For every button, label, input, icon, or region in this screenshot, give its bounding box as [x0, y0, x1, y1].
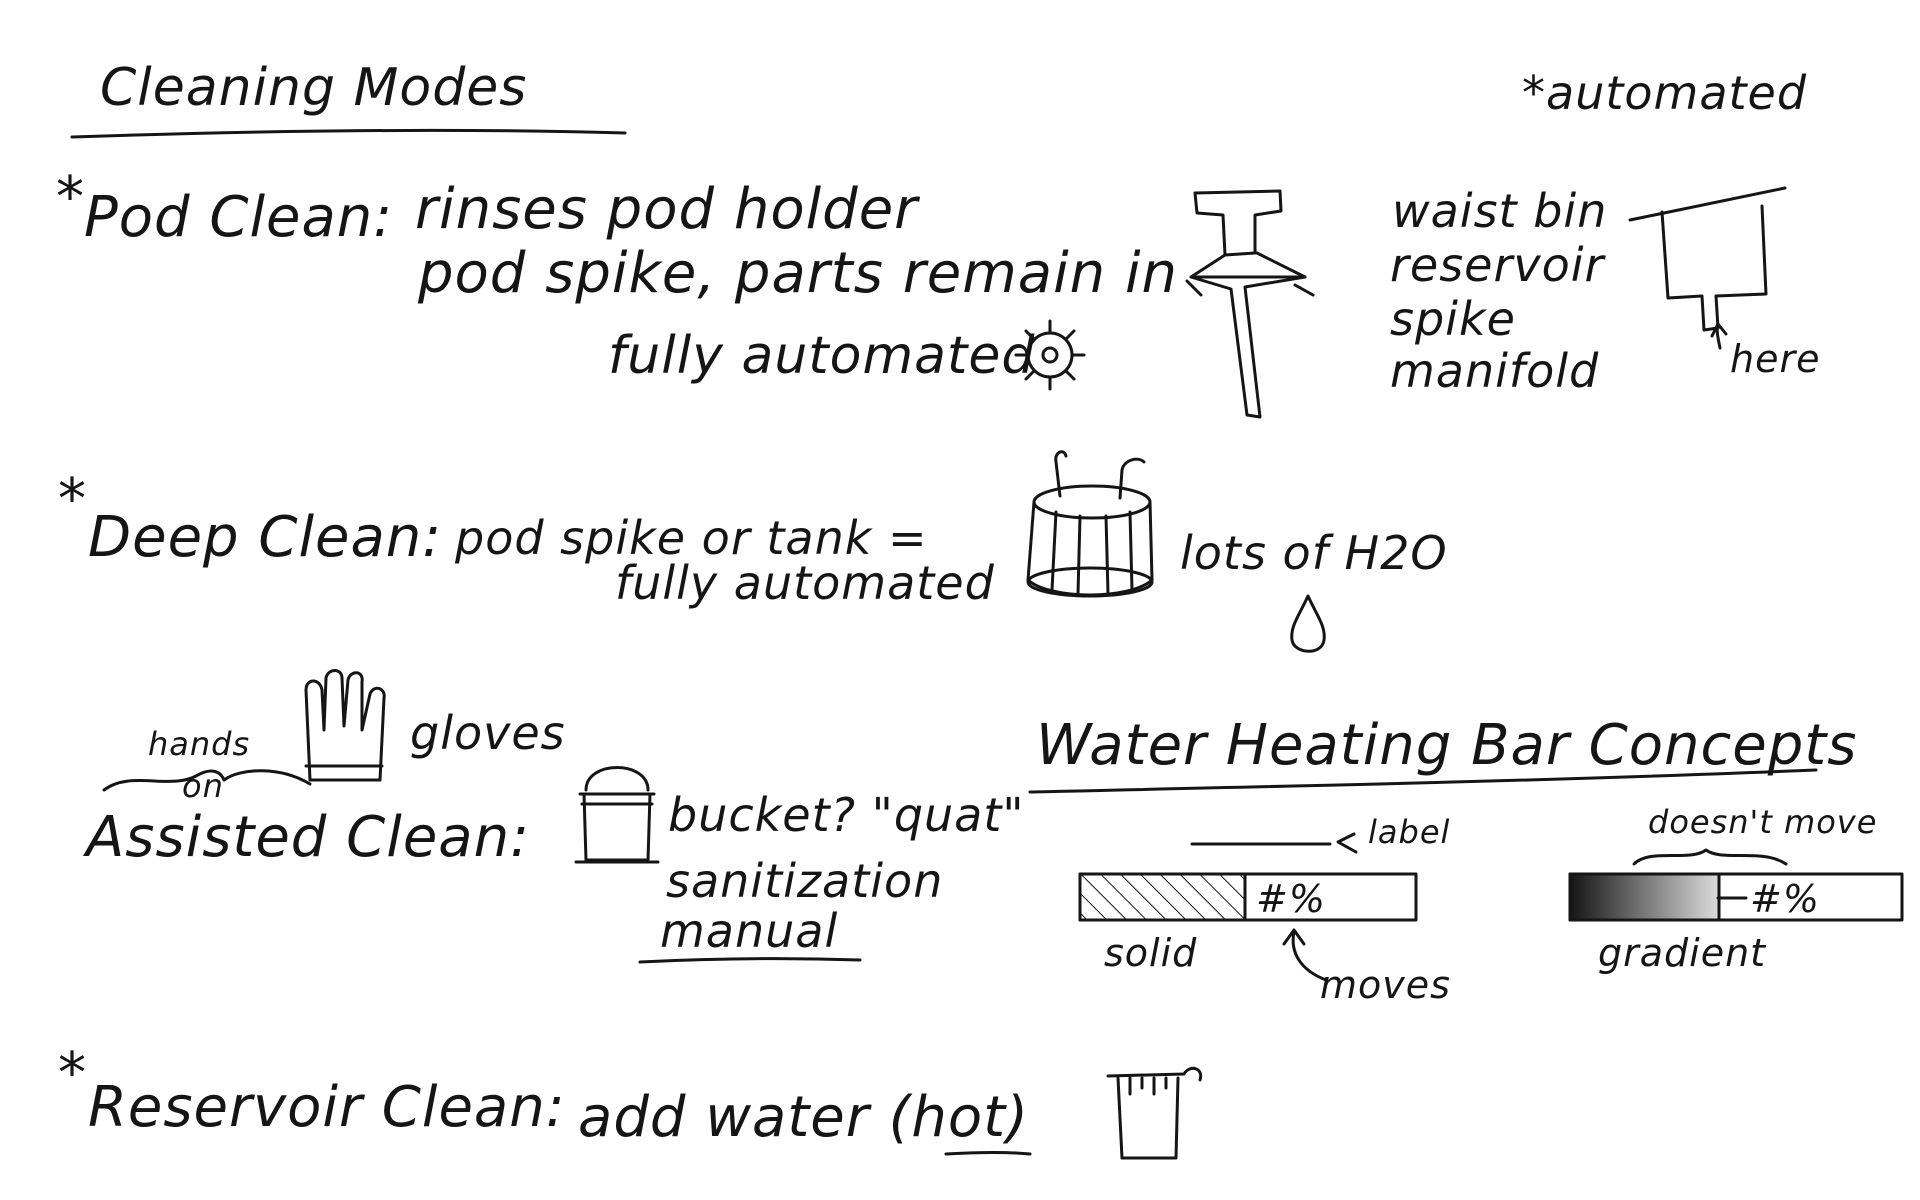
beaker-icon — [1100, 1060, 1210, 1170]
